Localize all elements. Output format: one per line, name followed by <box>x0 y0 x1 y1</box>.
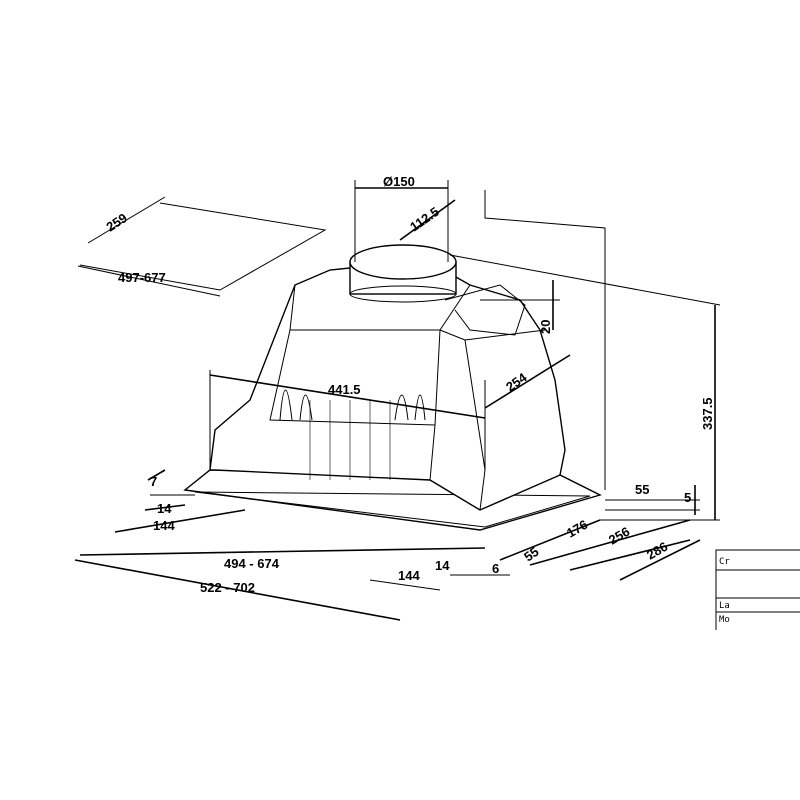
dim-duct-offset: 112.5 <box>407 204 442 235</box>
dim-front-14: 14 <box>435 558 450 573</box>
dim-depth-286: 286 <box>644 539 670 563</box>
cutout-template <box>77 196 327 297</box>
title-block-row-1: Cr <box>719 557 730 567</box>
dimension-lines <box>74 180 721 621</box>
dim-body-width: 494 - 674 <box>224 556 280 571</box>
dim-total-width: 522 - 702 <box>200 580 255 595</box>
dim-rear-55: 55 <box>635 482 649 497</box>
title-block: Cr La Mo <box>715 549 800 630</box>
dim-front-144: 144 <box>398 568 420 583</box>
dim-frame-thickness: 5 <box>684 490 691 505</box>
dim-depth-176: 176 <box>564 517 590 541</box>
dim-left-144: 144 <box>153 518 175 533</box>
dim-inner-width: 441.5 <box>328 382 361 397</box>
dim-left-14: 14 <box>157 501 172 516</box>
title-block-row-3: Mo <box>719 615 730 625</box>
dim-front-55: 55 <box>521 544 541 565</box>
dim-depth-256: 256 <box>606 524 632 548</box>
dim-frame-step: 7 <box>150 474 157 489</box>
dim-duct-height: 20 <box>538 320 553 334</box>
dim-front-6: 6 <box>492 561 499 576</box>
title-block-row-2: La <box>719 601 730 611</box>
hood-body <box>183 267 602 531</box>
dim-duct-diameter: Ø150 <box>383 174 415 189</box>
dim-total-height: 337.5 <box>700 397 715 430</box>
duct-collar <box>349 244 526 336</box>
dim-cutout-width: 497-677 <box>118 270 166 285</box>
